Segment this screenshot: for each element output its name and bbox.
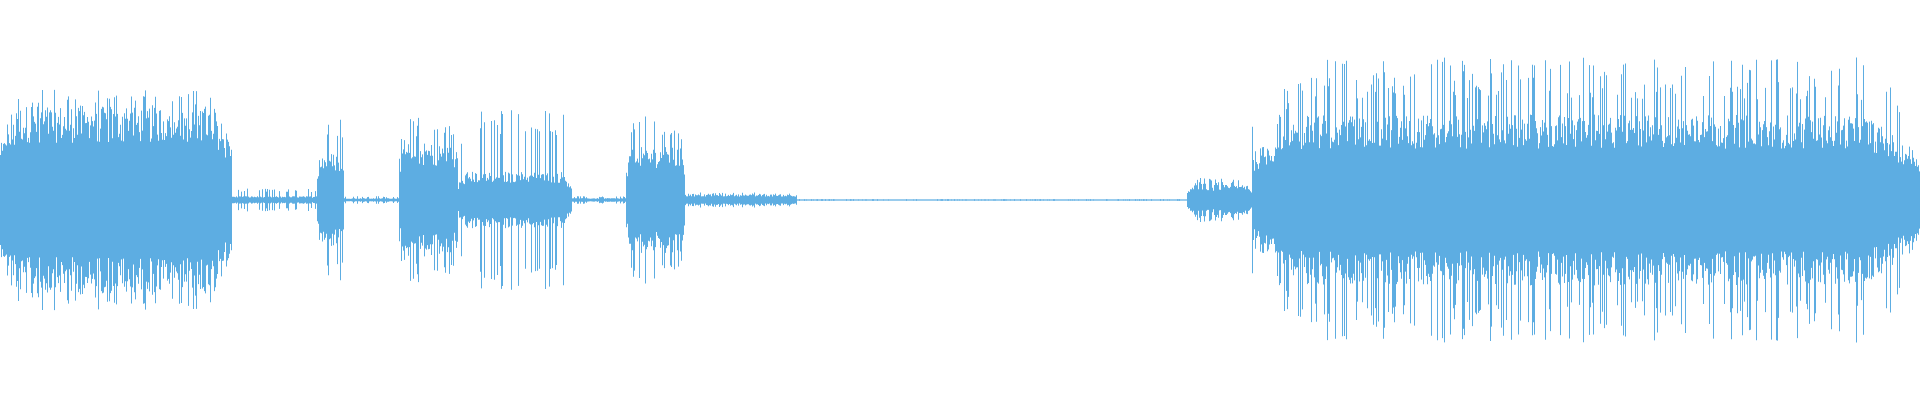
waveform-bars [0, 57, 1920, 343]
